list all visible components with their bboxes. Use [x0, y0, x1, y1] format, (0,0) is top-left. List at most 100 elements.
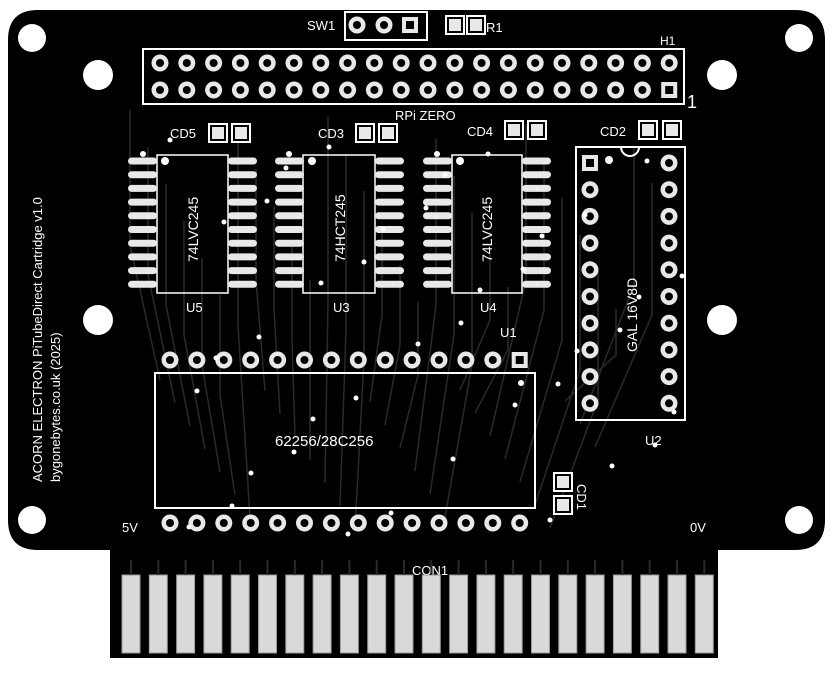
- mounting-holes: [18, 24, 813, 534]
- u2-pad-hole: [665, 159, 673, 167]
- edge-finger: [176, 574, 196, 654]
- via: [574, 348, 580, 354]
- soic-pad: [128, 253, 157, 261]
- edge-finger: [230, 574, 250, 654]
- u2-outline: [575, 146, 686, 421]
- h1-pad-hole: [263, 59, 272, 67]
- h1-pad-hole: [182, 59, 191, 67]
- u1-pad-hole: [166, 356, 174, 364]
- soic-pad: [275, 157, 304, 165]
- u2-pad-hole: [586, 265, 594, 274]
- soic-pad: [423, 157, 452, 165]
- u2-pad-hole: [665, 292, 673, 301]
- sw1-pad-hole: [406, 21, 414, 29]
- capacitor-pad-copper: [642, 124, 654, 136]
- soic-pad: [423, 212, 452, 220]
- edge-finger: [394, 574, 414, 654]
- via: [167, 137, 173, 143]
- u1-pad-hole: [461, 356, 470, 364]
- u1-pad-hole: [300, 356, 309, 364]
- trace: [237, 132, 251, 519]
- board-outline: [8, 10, 825, 658]
- via: [248, 470, 254, 476]
- h1-pad-hole: [424, 86, 432, 94]
- rpi-label: RPi ZERO: [395, 108, 456, 123]
- u1-pad-hole: [327, 519, 336, 527]
- edge-finger: [258, 574, 277, 654]
- h1-pad-hole: [343, 59, 352, 67]
- soic-pad: [128, 280, 157, 288]
- board-title: ACORN ELECTRON PiTubeDirect Cartridge v1…: [30, 197, 45, 482]
- soic-pad: [522, 226, 551, 233]
- edge-finger: [558, 574, 578, 654]
- soic-pad: [128, 157, 157, 165]
- h1-pin1-marker: 1: [687, 92, 697, 112]
- mounting-hole: [785, 506, 813, 534]
- h1-pad-hole: [316, 59, 325, 67]
- sw1-pad-hole: [380, 21, 388, 29]
- capacitor-pad-copper: [508, 124, 520, 136]
- h1-outline: [142, 48, 685, 105]
- soic-pad: [522, 184, 551, 192]
- mounting-hole: [707, 60, 737, 90]
- pin1-dot: [434, 151, 440, 157]
- h1-pad-hole: [531, 86, 540, 94]
- u2-pad-hole: [665, 239, 673, 248]
- mounting-hole: [785, 24, 813, 52]
- u1-pad-hole: [488, 356, 497, 364]
- via: [221, 219, 227, 225]
- h1-pad-hole: [290, 59, 298, 67]
- edge-finger: [531, 574, 550, 654]
- h1-pad-hole: [156, 86, 164, 94]
- u3-part: 74HCT245: [332, 194, 348, 262]
- capacitor-pad-copper: [359, 127, 371, 139]
- h1-pad-hole: [236, 86, 245, 94]
- soic-pad: [522, 157, 551, 165]
- cd5-label: CD5: [170, 126, 196, 141]
- soic-pad: [228, 171, 257, 179]
- via: [617, 327, 623, 333]
- via: [256, 334, 262, 340]
- h1-pad-hole: [316, 86, 325, 94]
- via: [555, 381, 561, 387]
- edge-finger: [503, 574, 523, 654]
- soic-pad: [423, 253, 452, 261]
- u2-pad-hole: [586, 239, 594, 248]
- h1-pad-hole: [450, 86, 459, 94]
- u2-label: U2: [645, 433, 662, 448]
- edge-finger: [694, 574, 714, 654]
- 0v-label: 0V: [690, 520, 706, 535]
- soic-pad: [522, 198, 551, 206]
- u1-pad-hole: [515, 356, 524, 364]
- h1-pad-hole: [584, 59, 593, 67]
- u5-part: 74LVC245: [185, 197, 201, 262]
- u2-pad-hole: [586, 319, 594, 328]
- u1-pad-hole: [461, 519, 470, 527]
- soic-pad: [275, 226, 304, 233]
- soic-pad: [522, 280, 551, 288]
- u2-pad-hole: [665, 345, 673, 354]
- cd4-label: CD4: [467, 124, 493, 139]
- via: [679, 273, 685, 279]
- h1-pad-hole: [182, 86, 191, 94]
- edge-finger: [421, 574, 441, 654]
- h1-pad-hole: [611, 86, 620, 94]
- u1-pad-hole: [219, 519, 228, 527]
- h1-pad-hole: [290, 86, 298, 94]
- u1-pad-hole: [354, 356, 363, 364]
- h1-pad-hole: [665, 59, 674, 67]
- edge-finger: [667, 574, 687, 654]
- via: [644, 158, 650, 164]
- h1-pad-hole: [263, 86, 272, 94]
- u2-pad-hole: [586, 399, 594, 408]
- via: [318, 280, 324, 286]
- soic-pad: [228, 226, 257, 233]
- u2-notch: [620, 146, 640, 157]
- edge-finger: [367, 574, 387, 654]
- soic-pad: [128, 184, 157, 192]
- h1-pad-hole: [370, 59, 379, 67]
- u2-pad-hole: [665, 265, 673, 274]
- trace: [414, 139, 437, 472]
- soic-pad: [128, 198, 157, 206]
- pin1-dot: [605, 156, 613, 164]
